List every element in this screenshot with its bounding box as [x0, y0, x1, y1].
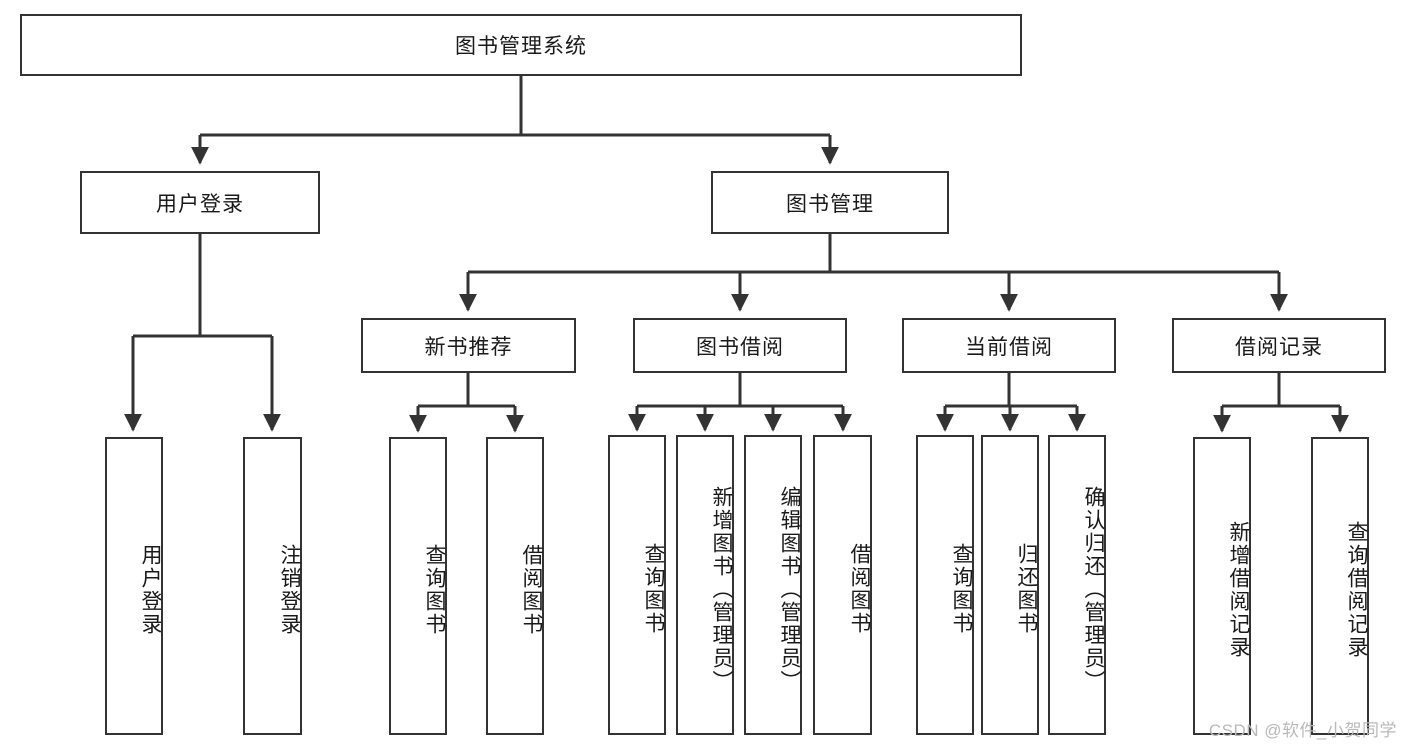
node-book-manage[interactable]: 图书管理	[711, 171, 949, 234]
node-leaf-query-book-3-label: 查询图书	[950, 543, 973, 635]
node-current-borrow[interactable]: 当前借阅	[902, 318, 1116, 373]
node-leaf-borrow-book-2-label: 借阅图书	[848, 543, 871, 635]
node-new-book-recommend-label: 新书推荐	[424, 335, 513, 359]
node-leaf-query-book-1-label: 查询图书	[423, 544, 446, 636]
node-leaf-query-book-3[interactable]: 查询图书	[916, 435, 974, 735]
watermark-text: CSDN @软件_小贺同学	[1208, 721, 1397, 740]
node-borrow-record[interactable]: 借阅记录	[1172, 318, 1386, 373]
node-leaf-confirm-return-label: 确认归还（管理员）	[1082, 485, 1105, 693]
node-leaf-query-record[interactable]: 查询借阅记录	[1311, 437, 1369, 735]
node-leaf-add-book[interactable]: 新增图书（管理员）	[676, 435, 734, 735]
node-leaf-query-book-1[interactable]: 查询图书	[389, 437, 447, 735]
node-leaf-return-book-label: 归还图书	[1015, 543, 1038, 635]
node-new-book-recommend[interactable]: 新书推荐	[361, 318, 576, 373]
node-leaf-add-record[interactable]: 新增借阅记录	[1193, 437, 1251, 735]
node-leaf-confirm-return[interactable]: 确认归还（管理员）	[1048, 435, 1106, 735]
node-user-login-label: 用户登录	[156, 192, 244, 216]
node-user-login[interactable]: 用户登录	[80, 171, 320, 234]
node-leaf-edit-book[interactable]: 编辑图书（管理员）	[744, 435, 802, 735]
node-leaf-logout[interactable]: 注销登录	[243, 437, 302, 735]
node-book-borrow-label: 图书借阅	[696, 335, 784, 359]
node-leaf-user-login-label: 用户登录	[139, 544, 162, 636]
node-book-manage-label: 图书管理	[786, 192, 874, 216]
node-leaf-edit-book-label: 编辑图书（管理员）	[778, 485, 801, 693]
node-leaf-return-book[interactable]: 归还图书	[981, 435, 1039, 735]
node-root-label: 图书管理系统	[455, 35, 587, 58]
node-leaf-borrow-book-1[interactable]: 借阅图书	[486, 437, 544, 735]
node-borrow-record-label: 借阅记录	[1235, 335, 1323, 359]
node-leaf-add-record-label: 新增借阅记录	[1227, 521, 1250, 659]
node-leaf-query-book-2[interactable]: 查询图书	[608, 435, 666, 735]
node-book-borrow[interactable]: 图书借阅	[633, 318, 847, 373]
node-leaf-user-login[interactable]: 用户登录	[105, 437, 163, 735]
node-leaf-borrow-book-2[interactable]: 借阅图书	[813, 435, 872, 735]
node-root[interactable]: 图书管理系统	[20, 14, 1022, 76]
node-leaf-logout-label: 注销登录	[278, 544, 301, 636]
node-leaf-query-record-label: 查询借阅记录	[1345, 521, 1368, 659]
node-leaf-borrow-book-1-label: 借阅图书	[520, 544, 543, 636]
node-leaf-add-book-label: 新增图书（管理员）	[710, 485, 733, 693]
node-current-borrow-label: 当前借阅	[965, 335, 1053, 359]
node-leaf-query-book-2-label: 查询图书	[642, 543, 665, 635]
